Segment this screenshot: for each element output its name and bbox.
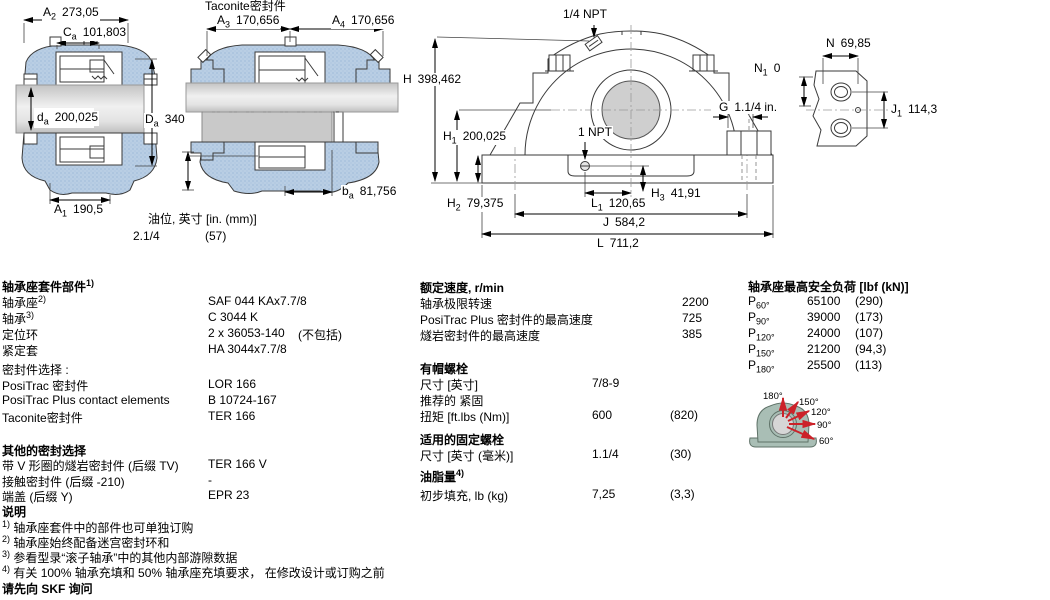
table-row: 尺寸 [英寸]7/8-9 [420,376,620,392]
seal-options-title: 密封件选择 : [2,363,69,377]
notes-title: 说明 [2,505,27,519]
footnotes: 说明 1) 轴承座套件中的部件也可单独订购 2) 轴承座始终配备迷宫密封环和 3… [2,503,522,598]
drawing-middle-cross-section [182,26,399,196]
load-angle-180: 180° [763,391,783,402]
table-row: 轴承座2)SAF 044 KAx7.7/8 [2,294,307,310]
load-angle-60: 60° [819,436,834,447]
taconite-seal-label: Taconite密封件 [205,0,286,13]
table-row: 带 V 形圈的燧岩密封件 (后缀 TV)TER 166 V [2,457,267,473]
notes-footer: 请先向 SKF 询问 [2,582,93,596]
anchor-bolt-title: 适用的固定螺栓 [420,433,505,447]
oil-level-value: 2.1/4 [133,229,160,243]
table-row: P90°39000(173) [748,310,884,327]
housing-parts-table: 轴承座套件部件1) 轴承座2)SAF 044 KAx7.7/8 轴承3)C 30… [2,276,416,504]
table-row: P120°24000(107) [748,326,884,343]
table-row: 轴承3)C 3044 K [2,310,259,326]
speed-title: 额定速度, r/min [420,281,505,295]
table-row: 尺寸 [英寸 (毫米)]1.1/4(30) [420,447,692,463]
load-angle-90: 90° [817,420,832,431]
other-seals-title: 其他的密封选择 [2,444,87,458]
grease-title: 油脂量4) [420,468,465,484]
drawing-end-view [799,53,890,147]
table-row: P60°65100(290) [748,294,884,311]
oil-level-value-mm: (57) [205,229,227,243]
footnote: 2) 轴承座始终配备迷宫密封环和 [2,534,170,550]
table-row: P150°21200(94,3) [748,342,887,359]
load-arrow-60 [786,426,816,440]
safe-load-table: 轴承座最高安全负荷 [lbf (kN)] P60°65100(290) P90°… [748,276,1048,376]
footnote: 3) 参看型录“滚子轴承”中的其他内部游隙数据 [2,549,238,565]
table-row: 端盖 (后缀 Y)EPR 23 [2,488,250,504]
load-arrow-120 [787,410,811,422]
table-row: 扭矩 [ft.lbs (Nm)]600(820) [420,408,699,424]
table-row: 接触密封件 (后缀 -210)- [2,473,212,489]
load-angle-150: 150° [799,397,819,408]
footnote: 1) 轴承座套件中的部件也可单独订购 [2,519,194,535]
table-row: P180°25500(113) [748,358,883,375]
safe-load-title: 轴承座最高安全负荷 [lbf (kN)] [748,280,909,294]
load-angle-120: 120° [811,407,831,418]
table-row: 推荐的 紧固 [420,394,484,408]
drawing-front-view [431,25,774,238]
dim-one-npt: 1 NPT [577,125,614,139]
load-direction-diagram [749,396,817,448]
table-row: 初步填充, lb (kg)7,25(3,3) [420,487,695,503]
footnote: 4) 有关 100% 轴承充填和 50% 轴承座充填要求， 在修改设计或订购之前 [2,564,385,580]
cap-bolt-title: 有帽螺栓 [420,362,469,376]
load-arrow-150 [785,400,799,419]
dim-quarter-npt: 1/4 NPT [562,7,609,21]
parts-title: 轴承座套件部件1) [2,278,95,294]
oil-level-label: 油位, 英寸 [in. (mm)] [148,212,257,226]
